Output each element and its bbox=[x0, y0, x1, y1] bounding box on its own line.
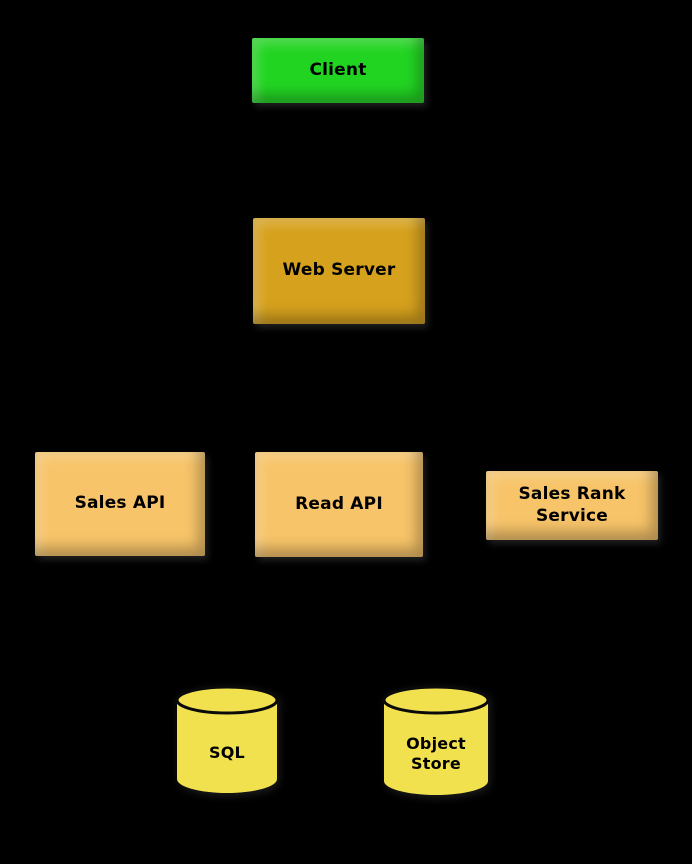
node-web-server: Web Server bbox=[253, 218, 425, 324]
cylinder-top-ellipse bbox=[382, 685, 490, 715]
cylinder-body bbox=[384, 700, 488, 795]
node-sales-api: Sales API bbox=[35, 452, 205, 556]
node-object-store-label: Object Store bbox=[406, 734, 466, 773]
node-client-label: Client bbox=[309, 59, 367, 80]
node-web-server-label: Web Server bbox=[282, 260, 396, 281]
node-sales-rank-service-label: Sales Rank Service bbox=[518, 484, 626, 526]
node-object-store: Object Store bbox=[382, 685, 490, 797]
cylinder-top-ellipse bbox=[175, 685, 279, 715]
node-client: Client bbox=[252, 38, 424, 103]
node-read-api: Read API bbox=[255, 452, 423, 557]
node-sales-rank-service: Sales Rank Service bbox=[486, 471, 658, 540]
node-sales-api-label: Sales API bbox=[74, 493, 166, 514]
node-read-api-label: Read API bbox=[295, 493, 383, 514]
cylinder-body bbox=[177, 700, 277, 793]
node-sql-database-label: SQL bbox=[209, 743, 245, 762]
sql-cylinder-shape bbox=[175, 685, 279, 793]
node-sql-database: SQL bbox=[175, 685, 279, 795]
object-store-cylinder-shape bbox=[382, 685, 490, 795]
